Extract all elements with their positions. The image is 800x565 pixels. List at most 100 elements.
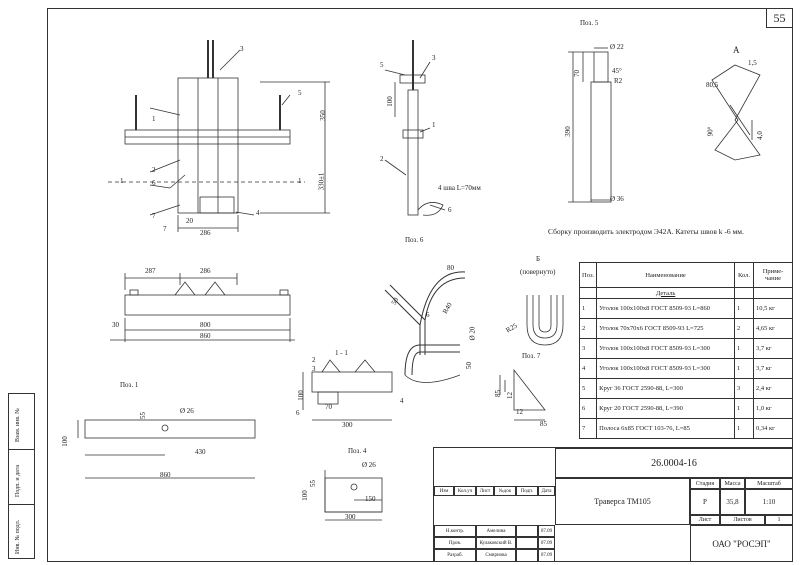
dimension: 55: [139, 412, 147, 419]
cell-qty: 3: [734, 378, 754, 399]
header-note: Приме-чание: [753, 262, 793, 288]
cell-note: 3,7 кг: [753, 338, 793, 359]
dimension: R2: [614, 77, 623, 85]
stage-value: Р: [690, 489, 720, 515]
dimension: 70: [325, 403, 332, 411]
view-title: Б: [536, 255, 541, 263]
cell-pos: 6: [578, 398, 598, 419]
dimension: 80: [447, 264, 454, 272]
scale-value: 1:10: [745, 489, 793, 515]
sheets-label: Листов: [720, 515, 765, 525]
callout: 2: [312, 356, 316, 364]
main-view: [108, 40, 330, 232]
pos7-drawing: [499, 368, 546, 421]
weld-instruction: Сборку производить электродом Э42А. Кате…: [548, 227, 744, 236]
drawing-frame: [47, 8, 793, 562]
cell-name: Круг 20 ГОСТ 2590-88, L=390: [596, 398, 735, 419]
col-header: Кол.уч: [454, 486, 476, 496]
dimension: 1,5: [748, 59, 757, 67]
view-title: Поз. 6: [405, 236, 424, 244]
view-b-drawing: [526, 295, 564, 346]
callout: 5: [298, 89, 302, 97]
callout: 2: [152, 166, 156, 174]
side-stamp: Взам. инв. № Подп. и дата Инв. № подл.: [8, 393, 35, 559]
dimension: 286: [200, 229, 211, 237]
dimension: 330±1: [317, 172, 326, 191]
sheets-value: 1: [765, 515, 793, 525]
cell-qty: 1: [734, 418, 754, 439]
dimension: 70: [573, 70, 581, 77]
role-date: 07.09: [538, 549, 555, 562]
cell-qty: 1: [734, 338, 754, 359]
dimension: 20: [186, 217, 193, 225]
specification-table: Поз. Наименование Кол. Приме-чание Детал…: [578, 262, 793, 439]
dimension: 6: [426, 311, 430, 319]
role-label: Пров.: [434, 537, 476, 549]
dimension: Ø 36: [610, 195, 624, 203]
callout: 3: [240, 45, 244, 53]
dimension: 90°: [706, 126, 715, 137]
dimension: 300: [342, 421, 353, 429]
company-name: ОАО "РОСЭП": [690, 525, 793, 562]
section-view: [302, 359, 393, 421]
col-header: №док: [494, 486, 516, 496]
cell-pos: 4: [578, 358, 598, 379]
dimension: Ø 26: [180, 407, 194, 415]
dimension: 30: [112, 321, 119, 329]
header-name: Наименование: [596, 262, 735, 288]
callout: 4: [400, 397, 404, 405]
group-label: Деталь: [596, 287, 735, 299]
dimension: 55: [309, 480, 317, 487]
dimension: Ø 26: [362, 461, 376, 469]
callout: 1: [432, 121, 436, 129]
dimension: 100: [385, 96, 394, 107]
dimension: 286: [200, 267, 211, 275]
dimension: Ø 20: [468, 326, 477, 341]
role-label: Н.контр.: [434, 525, 476, 537]
view-title: Поз. 7: [522, 352, 541, 360]
cell-note: 10,5 кг: [753, 298, 793, 319]
plan-view: [110, 273, 295, 342]
cell-name: Уголок 100х100х8 ГОСТ 8509-93 L=300: [596, 358, 735, 379]
cell-note: 3,7 кг: [753, 358, 793, 379]
dimension: 7: [163, 225, 167, 233]
dimension: 350: [318, 110, 327, 121]
cell-qty: 1: [734, 398, 754, 419]
cell-name: Уголок 100х100х8 ГОСТ 8509-93 L=300: [596, 338, 735, 359]
dimension: 12: [506, 392, 514, 399]
dimension: 430: [195, 448, 206, 456]
dimension: 50: [465, 362, 473, 369]
col-header: Дата: [538, 486, 555, 496]
pos6-drawing: [384, 271, 466, 383]
dimension: 860: [160, 471, 171, 479]
page-number: 55: [766, 8, 793, 28]
dimension: 300: [345, 513, 356, 521]
col-header: Изм: [434, 486, 454, 496]
dimension: 860: [200, 332, 211, 340]
section-mark: 1: [120, 177, 124, 185]
table-header: Поз. Наименование Кол. Приме-чание: [578, 262, 793, 288]
header-qty: Кол.: [734, 262, 754, 288]
sheet-label: Лист: [690, 515, 720, 525]
title-block: 26.0004-16 Траверса ТМ105 Стадия Масса М…: [433, 447, 793, 562]
pos5-drawing: [568, 47, 612, 203]
view-title: 1 - 1: [335, 349, 348, 357]
table-row: Деталь: [578, 287, 793, 299]
callout: 6: [448, 206, 452, 214]
dimension: 45°: [612, 67, 622, 75]
side-view: [384, 40, 446, 216]
cell-pos: 7: [578, 418, 598, 439]
header-pos: Поз.: [578, 262, 598, 288]
signature: [516, 537, 538, 549]
role-date: 07.09: [538, 525, 555, 537]
dimension: 80,5: [706, 81, 719, 89]
col-header: Подп.: [516, 486, 538, 496]
dimension: 800: [200, 321, 211, 329]
dimension: 85: [494, 390, 502, 397]
cell-pos: 5: [578, 378, 598, 399]
